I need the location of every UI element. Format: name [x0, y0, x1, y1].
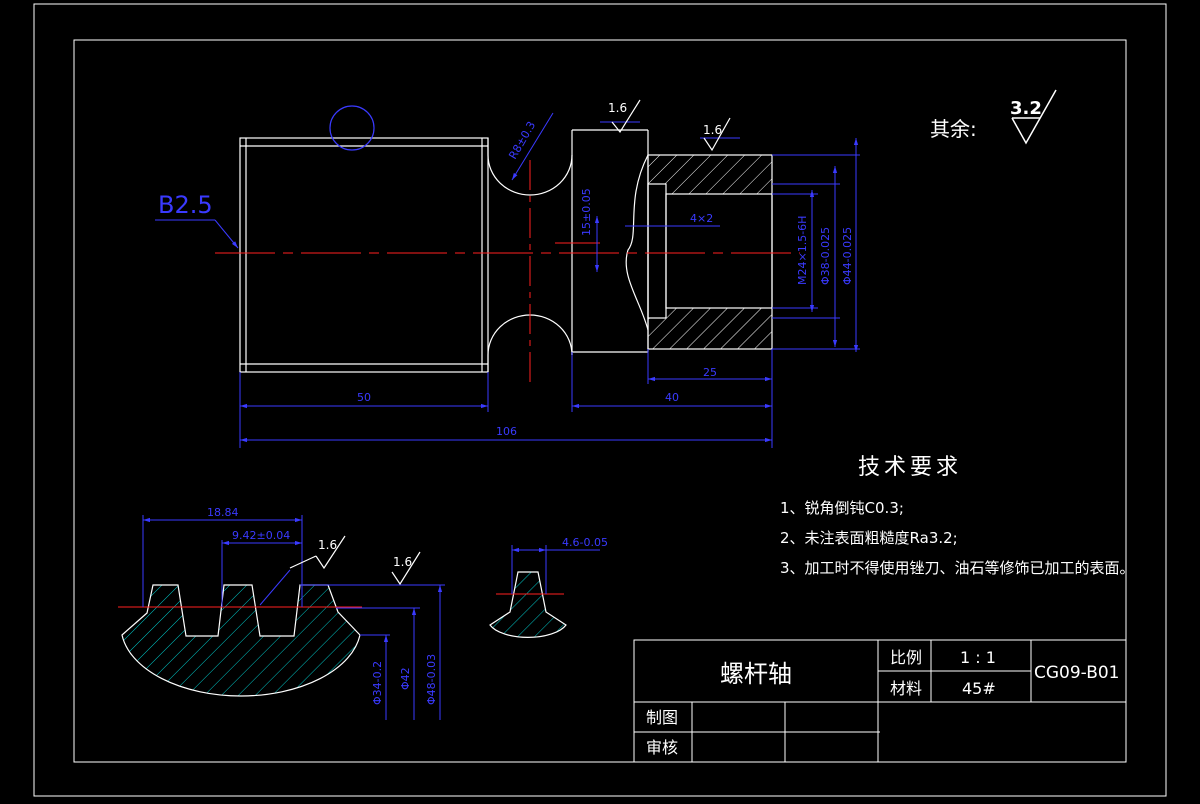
tooth-width-label: 4.6-0.05: [562, 536, 608, 549]
dia-42-label: Φ42: [399, 667, 412, 690]
len-40-label: 40: [665, 391, 679, 404]
dia-34-label: Φ34-0.2: [371, 661, 384, 705]
part-name: 螺杆轴: [720, 660, 792, 688]
pitch-1884-label: 18.84: [207, 506, 239, 519]
finish-default-label: 其余:: [930, 117, 977, 141]
outer-44-label: Φ44-0.025: [841, 227, 854, 285]
finish-symbols-main: [611, 99, 731, 152]
drawn-label: 制图: [646, 708, 678, 727]
drawing-number: CG09-B01: [1034, 663, 1120, 683]
tech-req-item-2: 2、未注表面粗糙度Ra3.2;: [780, 529, 958, 547]
finish-label-b: 1.6: [703, 123, 722, 137]
tooth-profile-view: [118, 584, 362, 697]
len-50-label: 50: [357, 391, 371, 404]
scale-value: 1 : 1: [960, 648, 996, 667]
finish-label-d: 1.6: [393, 555, 412, 569]
tech-req-item-3: 3、加工时不得使用锉刀、油石等修饰已加工的表面。: [780, 559, 1135, 577]
title-block-frame: [633, 639, 1127, 763]
section-hatch-bottom: [648, 308, 772, 349]
thread-label: M24×1.5-6H: [796, 216, 809, 285]
width-15-label: 15±0.05: [580, 188, 593, 236]
section-hatch-top: [648, 155, 772, 194]
finish-symbols-tooth: [289, 535, 421, 586]
radius-label: R8±0.3: [506, 119, 538, 161]
inner-border: [73, 39, 1127, 763]
chamfer-label: B2.5: [158, 191, 213, 219]
material-label: 材料: [890, 679, 922, 698]
pitch-942-label: 9.42±0.04: [232, 529, 290, 542]
scale-label: 比例: [890, 648, 922, 667]
tech-req-item-1: 1、锐角倒钝C0.3;: [780, 499, 904, 517]
tooth-detail-view: 4.6-0.05: [489, 536, 608, 638]
outer-border: [33, 3, 1167, 797]
detail-circle: [329, 105, 375, 151]
material-value: 45#: [962, 679, 996, 698]
len-106-label: 106: [496, 425, 517, 438]
finish-label-a: 1.6: [608, 101, 627, 115]
tooth-profile-dimensions: [142, 515, 445, 720]
tech-req-title: 技术要求: [858, 455, 962, 480]
checked-label: 审核: [646, 738, 678, 757]
bore-38-label: Φ38-0.025: [819, 227, 832, 285]
finish-label-c: 1.6: [318, 538, 337, 552]
len-25-label: 25: [703, 366, 717, 379]
finish-default-value: 3.2: [1010, 98, 1042, 119]
finish-default-symbol: [1011, 89, 1057, 145]
groove-label: 4×2: [690, 212, 713, 225]
dia-48-label: Φ48-0.03: [425, 654, 438, 705]
main-dimensions: [155, 112, 860, 448]
